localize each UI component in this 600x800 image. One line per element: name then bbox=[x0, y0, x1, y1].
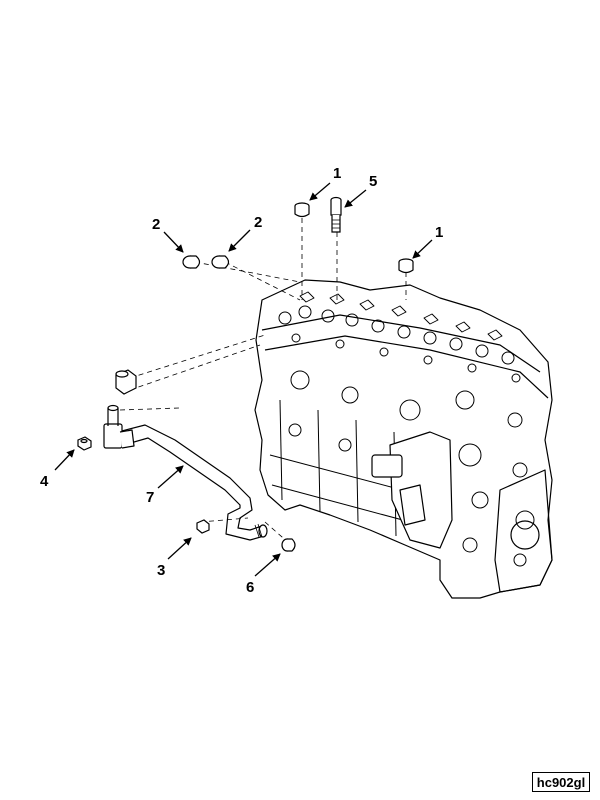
connector-fitting-part bbox=[115, 369, 137, 395]
figure-reference-code: hc902gl bbox=[532, 772, 590, 792]
callout-number: 5 bbox=[369, 173, 377, 190]
plug-part bbox=[182, 255, 201, 269]
stud-fitting-part bbox=[330, 196, 342, 233]
engine-block bbox=[254, 279, 553, 599]
plug-part bbox=[294, 202, 310, 218]
callout-number: 7 bbox=[146, 489, 154, 506]
nut-part bbox=[77, 436, 92, 451]
plug-part bbox=[398, 258, 414, 274]
callout-number: 4 bbox=[40, 473, 49, 490]
sleeve-part bbox=[281, 538, 296, 552]
plug-part bbox=[211, 255, 230, 269]
callout-number: 6 bbox=[246, 579, 254, 596]
callout-number: 1 bbox=[333, 165, 341, 182]
callout-number: 3 bbox=[157, 562, 165, 579]
callout-number: 1 bbox=[435, 224, 443, 241]
tube-assembly-part bbox=[103, 404, 268, 541]
callout-number: 2 bbox=[152, 216, 160, 233]
small-fitting-part bbox=[196, 519, 210, 534]
callout-number: 2 bbox=[254, 214, 262, 231]
callout-arrows bbox=[54, 182, 433, 577]
